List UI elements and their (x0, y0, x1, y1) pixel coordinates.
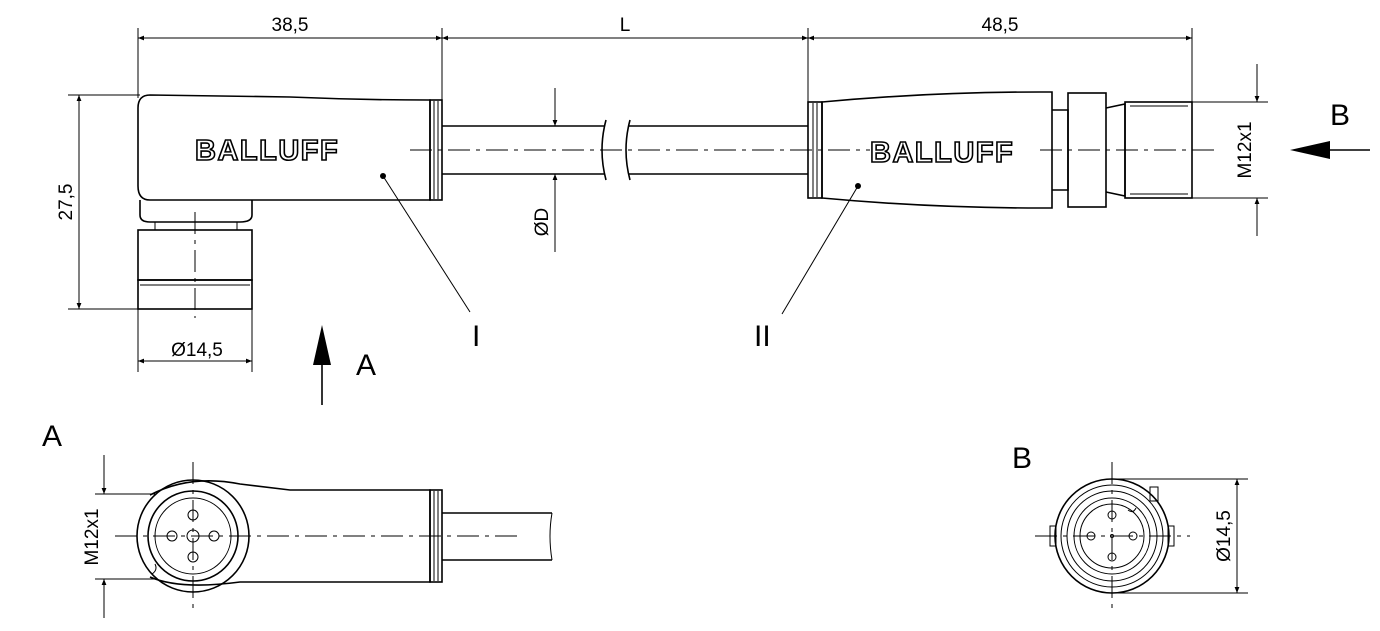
callout-i: I (382, 175, 480, 353)
dim-right-thread: M12x1 (1192, 64, 1268, 236)
angled-connector-left: BALLUFF (137, 94, 443, 318)
view-arrow-b: B (1290, 99, 1370, 159)
dim-right-length-label: 48,5 (982, 15, 1019, 36)
dim-cable-length-label: L (620, 15, 631, 36)
dim-right-thread-label: M12x1 (1235, 121, 1256, 178)
dim-right-length: 48,5 (808, 15, 1192, 41)
dim-cable-diameter-label: ØD (532, 208, 553, 237)
dim-cable-diameter: ØD (532, 88, 558, 252)
dim-height: 27,5 (56, 94, 140, 310)
view-a-title: A (42, 420, 62, 453)
callout-i-label: I (472, 320, 480, 353)
cable (410, 119, 870, 181)
view-b: B Ø14,5 (1012, 442, 1248, 614)
dim-left-diameter-label: Ø14,5 (171, 340, 223, 361)
callout-ii-label: II (754, 320, 771, 353)
view-b-title: B (1012, 442, 1032, 475)
callout-ii: II (754, 185, 859, 353)
view-b-diameter-label: Ø14,5 (1214, 510, 1235, 562)
dim-cable-length: L (442, 15, 808, 41)
brand-logo-left: BALLUFF (195, 135, 339, 167)
view-arrow-a: A (313, 325, 376, 405)
dim-height-label: 27,5 (56, 184, 77, 221)
dim-left-diameter: Ø14,5 (137, 309, 253, 372)
view-a: A M12x1 (42, 420, 553, 618)
view-arrow-b-label: B (1330, 99, 1350, 132)
brand-logo-right: BALLUFF (870, 137, 1014, 169)
dim-left-length: 38,5 (138, 15, 442, 41)
view-arrow-a-label: A (356, 349, 376, 382)
view-a-thread-label: M12x1 (82, 508, 103, 565)
straight-connector-right: BALLUFF (807, 91, 1215, 209)
dim-left-length-label: 38,5 (272, 15, 309, 36)
